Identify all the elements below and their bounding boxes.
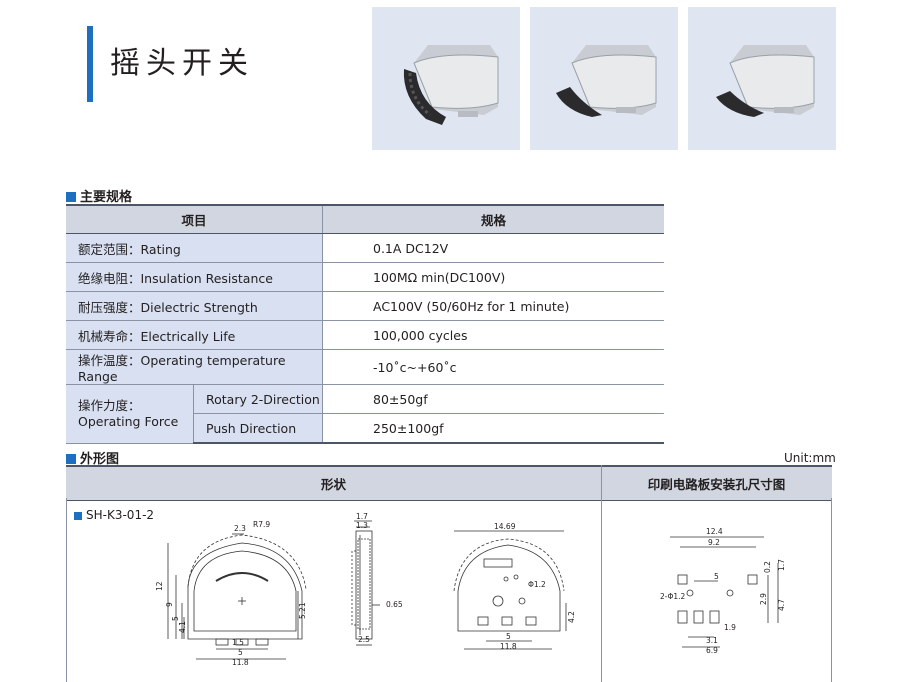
force-label-en: Operating Force — [78, 413, 179, 429]
specs-table: 项目 规格 额定范围：Rating 0.1A DC12V 绝缘电阻：Insula… — [66, 204, 664, 444]
row-value: AC100V (50/60Hz for 1 minute) — [322, 291, 664, 321]
svg-text:5: 5 — [171, 616, 180, 621]
table-row: 额定范围：Rating 0.1A DC12V — [66, 233, 664, 263]
divider — [66, 498, 67, 682]
pcb-hole-drawing — [670, 536, 779, 648]
product-photo-3 — [688, 7, 836, 150]
svg-text:2.9: 2.9 — [759, 593, 768, 605]
svg-text:2.3: 2.3 — [234, 524, 246, 533]
svg-text:4.7: 4.7 — [777, 599, 786, 611]
product-photo-1 — [372, 7, 520, 150]
row-label: 绝缘电阻：Insulation Resistance — [66, 262, 323, 292]
table-row: 操作温度：Operating temperature Range -10˚c~+… — [66, 349, 664, 385]
model-square-icon — [74, 512, 82, 520]
row-label: 额定范围：Rating — [66, 233, 323, 263]
svg-text:11.8: 11.8 — [232, 658, 249, 667]
svg-text:4.1: 4.1 — [178, 621, 187, 633]
row-value: 100,000 cycles — [322, 320, 664, 350]
svg-text:Φ1.2: Φ1.2 — [528, 580, 546, 589]
col-pcb-header: 印刷电路板安装孔尺寸图 — [647, 477, 786, 492]
row-label: 操作温度：Operating temperature Range — [66, 349, 323, 385]
col-spec-header: 规格 — [322, 204, 664, 234]
row-label: 机械寿命：Electrically Life — [66, 320, 323, 350]
svg-text:12.4: 12.4 — [706, 527, 723, 536]
svg-text:2.5: 2.5 — [358, 635, 370, 644]
model-label: SH-K3-01-2 — [74, 508, 154, 522]
front-view-drawing — [167, 533, 307, 660]
dimension-heading: 外形图 — [66, 448, 119, 467]
page-title: 摇头开关 — [110, 46, 254, 81]
divider — [601, 465, 602, 682]
col-shape-header: 形状 — [320, 477, 346, 492]
svg-text:R7.9: R7.9 — [253, 520, 270, 529]
row-value: 80±50gf — [322, 384, 664, 414]
svg-text:4.2: 4.2 — [567, 611, 576, 623]
svg-text:9.2: 9.2 — [708, 538, 720, 547]
col-item-header: 项目 — [66, 204, 323, 234]
row-value: 100MΩ min(DC100V) — [322, 262, 664, 292]
row-label: 耐压强度：Dielectric Strength — [66, 291, 323, 321]
row-value: 0.1A DC12V — [322, 233, 664, 263]
svg-text:9: 9 — [165, 602, 174, 607]
technical-drawing: 2.3 R7.9 12 9 5 4.1 5.21 1.5 5 11.8 1.7 … — [155, 512, 786, 667]
svg-text:1.7: 1.7 — [777, 559, 786, 571]
table-row: 操作力度： Operating Force Rotary 2-Direction… — [66, 384, 664, 444]
back-view-drawing — [453, 530, 567, 650]
title-accent-bar — [87, 26, 93, 102]
svg-text:12: 12 — [155, 581, 164, 591]
table-row: 机械寿命：Electrically Life 100,000 cycles — [66, 320, 664, 350]
section-square-icon — [66, 192, 76, 202]
svg-text:1.7: 1.7 — [356, 512, 368, 521]
unit-label: Unit:mm — [784, 451, 836, 465]
side-view-drawing — [351, 520, 380, 646]
table-row: 绝缘电阻：Insulation Resistance 100MΩ min(DC1… — [66, 262, 664, 292]
product-photo-2 — [530, 7, 678, 150]
dimension-table-header — [66, 465, 832, 501]
svg-text:2-Φ1.2: 2-Φ1.2 — [660, 592, 686, 601]
svg-text:5: 5 — [714, 572, 719, 581]
svg-text:11.8: 11.8 — [500, 642, 517, 651]
svg-text:0.65: 0.65 — [386, 600, 403, 609]
row-value: -10˚c~+60˚c — [322, 349, 664, 385]
svg-text:1.9: 1.9 — [724, 623, 736, 632]
force-label: 操作力度： Operating Force — [66, 384, 194, 444]
svg-text:5.21: 5.21 — [298, 602, 307, 619]
svg-text:5: 5 — [238, 648, 243, 657]
svg-text:3.1: 3.1 — [706, 636, 718, 645]
table-row: Push Direction 250±100gf — [66, 413, 664, 444]
svg-text:14.69: 14.69 — [494, 522, 516, 531]
force-sub-label: Rotary 2-Direction — [193, 384, 323, 414]
divider — [831, 498, 832, 682]
svg-text:5: 5 — [506, 632, 511, 641]
svg-text:1.5: 1.5 — [232, 638, 244, 647]
section-square-icon — [66, 454, 76, 464]
force-sub-label: Push Direction — [193, 413, 323, 444]
svg-text:0.2: 0.2 — [763, 561, 772, 573]
table-row: 耐压强度：Dielectric Strength AC100V (50/60Hz… — [66, 291, 664, 321]
specs-heading: 主要规格 — [66, 186, 132, 205]
svg-text:6.9: 6.9 — [706, 646, 718, 655]
force-label-cn: 操作力度： — [78, 397, 141, 413]
svg-text:1.3: 1.3 — [356, 521, 368, 530]
row-value: 250±100gf — [322, 413, 664, 444]
